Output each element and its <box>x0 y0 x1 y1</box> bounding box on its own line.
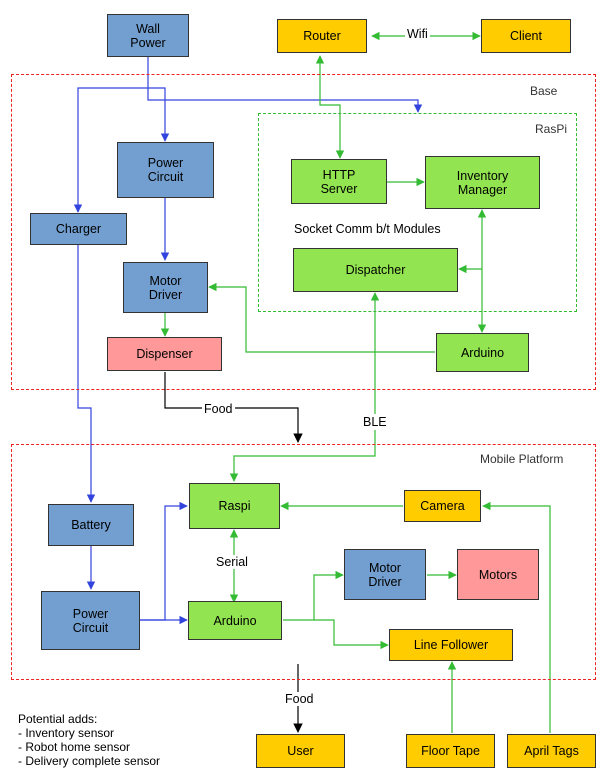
motor-driver-base-node: Motor Driver <box>123 262 208 313</box>
april-tags-node: April Tags <box>507 734 596 768</box>
wifi-label: Wifi <box>405 27 430 41</box>
power-edges <box>73 56 423 625</box>
serial-label: Serial <box>214 555 250 569</box>
camera-node: Camera <box>404 490 481 522</box>
food-mobile-label: Food <box>283 692 316 706</box>
mobile-platform-region-label: Mobile Platform <box>480 452 564 466</box>
edge-april-tags-to-camera <box>482 501 551 733</box>
food-base-label: Food <box>202 402 235 416</box>
socket-comm-label: Socket Comm b/t Modules <box>294 222 441 236</box>
power-circuit-mobile-node: Power Circuit <box>41 591 140 650</box>
raspi-region <box>258 113 577 312</box>
mobile-platform-region <box>11 444 596 680</box>
raspi-region-label: RasPi <box>535 122 568 136</box>
edge-arduino-to-motor-driver <box>208 282 435 353</box>
base-region <box>11 74 596 390</box>
dispatcher-node: Dispatcher <box>293 248 458 292</box>
arduino-base-node: Arduino <box>436 333 529 372</box>
edge-charger-to-battery <box>77 245 96 503</box>
wall-power-node: Wall Power <box>107 14 189 57</box>
edge-arduino-to-line-follower <box>314 619 389 650</box>
inventory-manager-node: Inventory Manager <box>425 156 540 209</box>
edge-wall-to-power-circuit <box>147 56 170 142</box>
raspi-mobile-node: Raspi <box>189 483 280 529</box>
potential-adds-notes: Potential adds: - Inventory sensor - Rob… <box>18 712 160 768</box>
router-node: Router <box>277 19 367 53</box>
motor-driver-mobile-node: Motor Driver <box>344 549 426 600</box>
notes-heading: Potential adds: <box>18 712 98 726</box>
dispenser-node: Dispenser <box>107 337 222 371</box>
user-node: User <box>256 734 345 768</box>
floor-tape-node: Floor Tape <box>406 734 495 768</box>
notes-item: - Inventory sensor <box>18 726 115 740</box>
battery-node: Battery <box>48 504 134 546</box>
arduino-mobile-node: Arduino <box>188 601 282 640</box>
edge-arduino-to-motor-driver-mobile <box>283 570 344 621</box>
notes-item: - Robot home sensor <box>18 740 131 754</box>
edge-router-http <box>315 55 345 159</box>
line-follower-node: Line Follower <box>389 629 513 661</box>
notes-item: - Delivery complete sensor <box>18 754 161 768</box>
charger-node: Charger <box>30 213 127 245</box>
power-circuit-base-node: Power Circuit <box>117 142 214 198</box>
edge-wall-to-raspi <box>147 88 423 113</box>
edge-ble-down-to-raspi <box>229 430 376 482</box>
motors-node: Motors <box>457 549 539 600</box>
http-server-node: HTTP Server <box>291 159 387 204</box>
client-node: Client <box>481 19 571 53</box>
edge-wall-to-charger <box>73 87 148 213</box>
base-region-label: Base <box>530 84 558 98</box>
ble-label: BLE <box>361 415 389 429</box>
